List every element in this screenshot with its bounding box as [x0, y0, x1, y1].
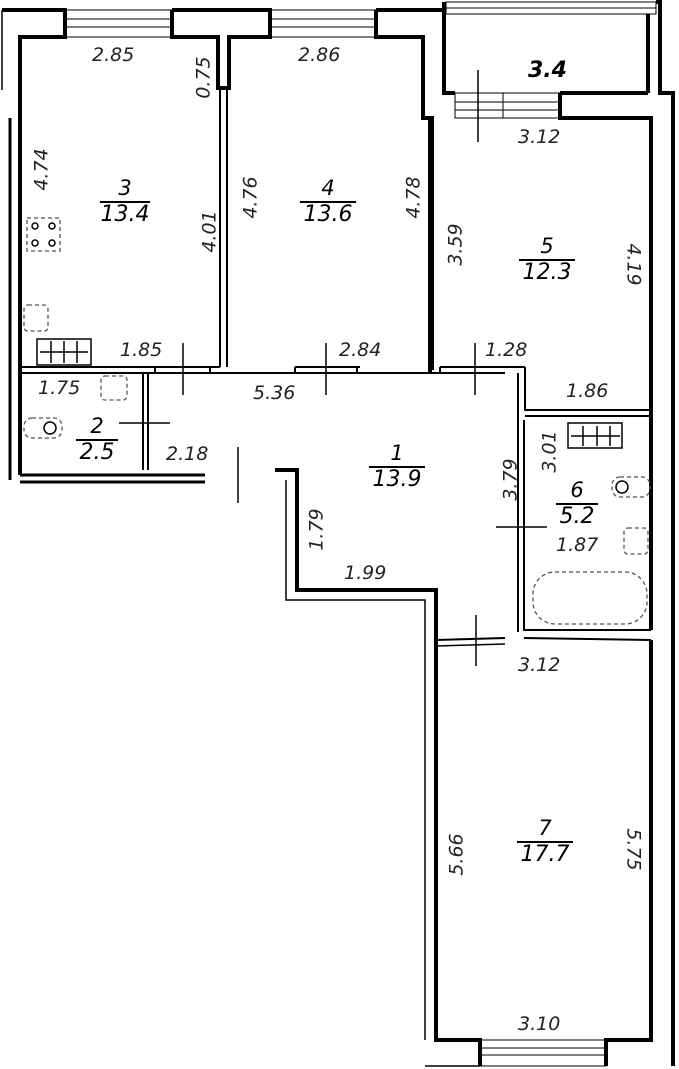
- dim-r1-corridor: 5.36: [253, 382, 296, 404]
- dim-r1-left: 1.79: [305, 508, 328, 551]
- dim-r4-right: 4.78: [402, 176, 425, 219]
- dim-r4-bottom: 2.84: [339, 339, 382, 361]
- room-7-label: 7 17.7: [517, 818, 573, 866]
- room-2-label: 2 2.5: [76, 416, 118, 464]
- dim-r1-right: 3.79: [499, 458, 522, 501]
- dim-r5-left: 3.59: [444, 223, 467, 266]
- room-3-label: 3 13.4: [100, 176, 150, 227]
- dim-r7-left: 5.66: [445, 833, 468, 876]
- dim-r7-bottom: 3.10: [518, 1013, 561, 1035]
- dim-r3-left: 4.74: [30, 148, 53, 191]
- dim-r5-right: 4.19: [622, 243, 645, 286]
- dim-r3-pier: 0.75: [192, 56, 215, 99]
- room-1-label: 1 13.9: [369, 443, 425, 491]
- dim-r7-right: 5.75: [622, 828, 645, 871]
- door-marks: [119, 70, 547, 666]
- dim-r1-top-right: 1.28: [485, 339, 528, 361]
- dim-r6-top: 1.86: [566, 380, 609, 402]
- room-6-label: 6 5.2: [556, 480, 598, 528]
- dim-r3-bottom: 1.85: [120, 339, 163, 361]
- dim-r3-right: 4.01: [198, 210, 221, 253]
- balcony-area-label: 3.4: [528, 58, 567, 83]
- room-5-label: 5 12.3: [519, 236, 575, 284]
- dim-r4-left: 4.76: [239, 176, 262, 219]
- dim-r6-left: 3.01: [538, 430, 561, 473]
- dim-r5-top: 3.12: [518, 126, 561, 148]
- dim-r7-top: 3.12: [518, 654, 561, 676]
- dim-r3-top: 2.85: [92, 44, 135, 66]
- dim-r4-top: 2.86: [298, 44, 341, 66]
- room-4-label: 4 13.6: [300, 178, 356, 226]
- dim-r2-top: 1.75: [38, 377, 81, 399]
- partitions: [20, 88, 652, 647]
- fixtures: [23, 217, 651, 625]
- dim-r1-left-bottom: 2.18: [166, 443, 209, 465]
- windows: [64, 1, 657, 1067]
- dim-r1-bottom: 1.99: [344, 562, 387, 584]
- dim-r6-width: 1.87: [556, 534, 599, 556]
